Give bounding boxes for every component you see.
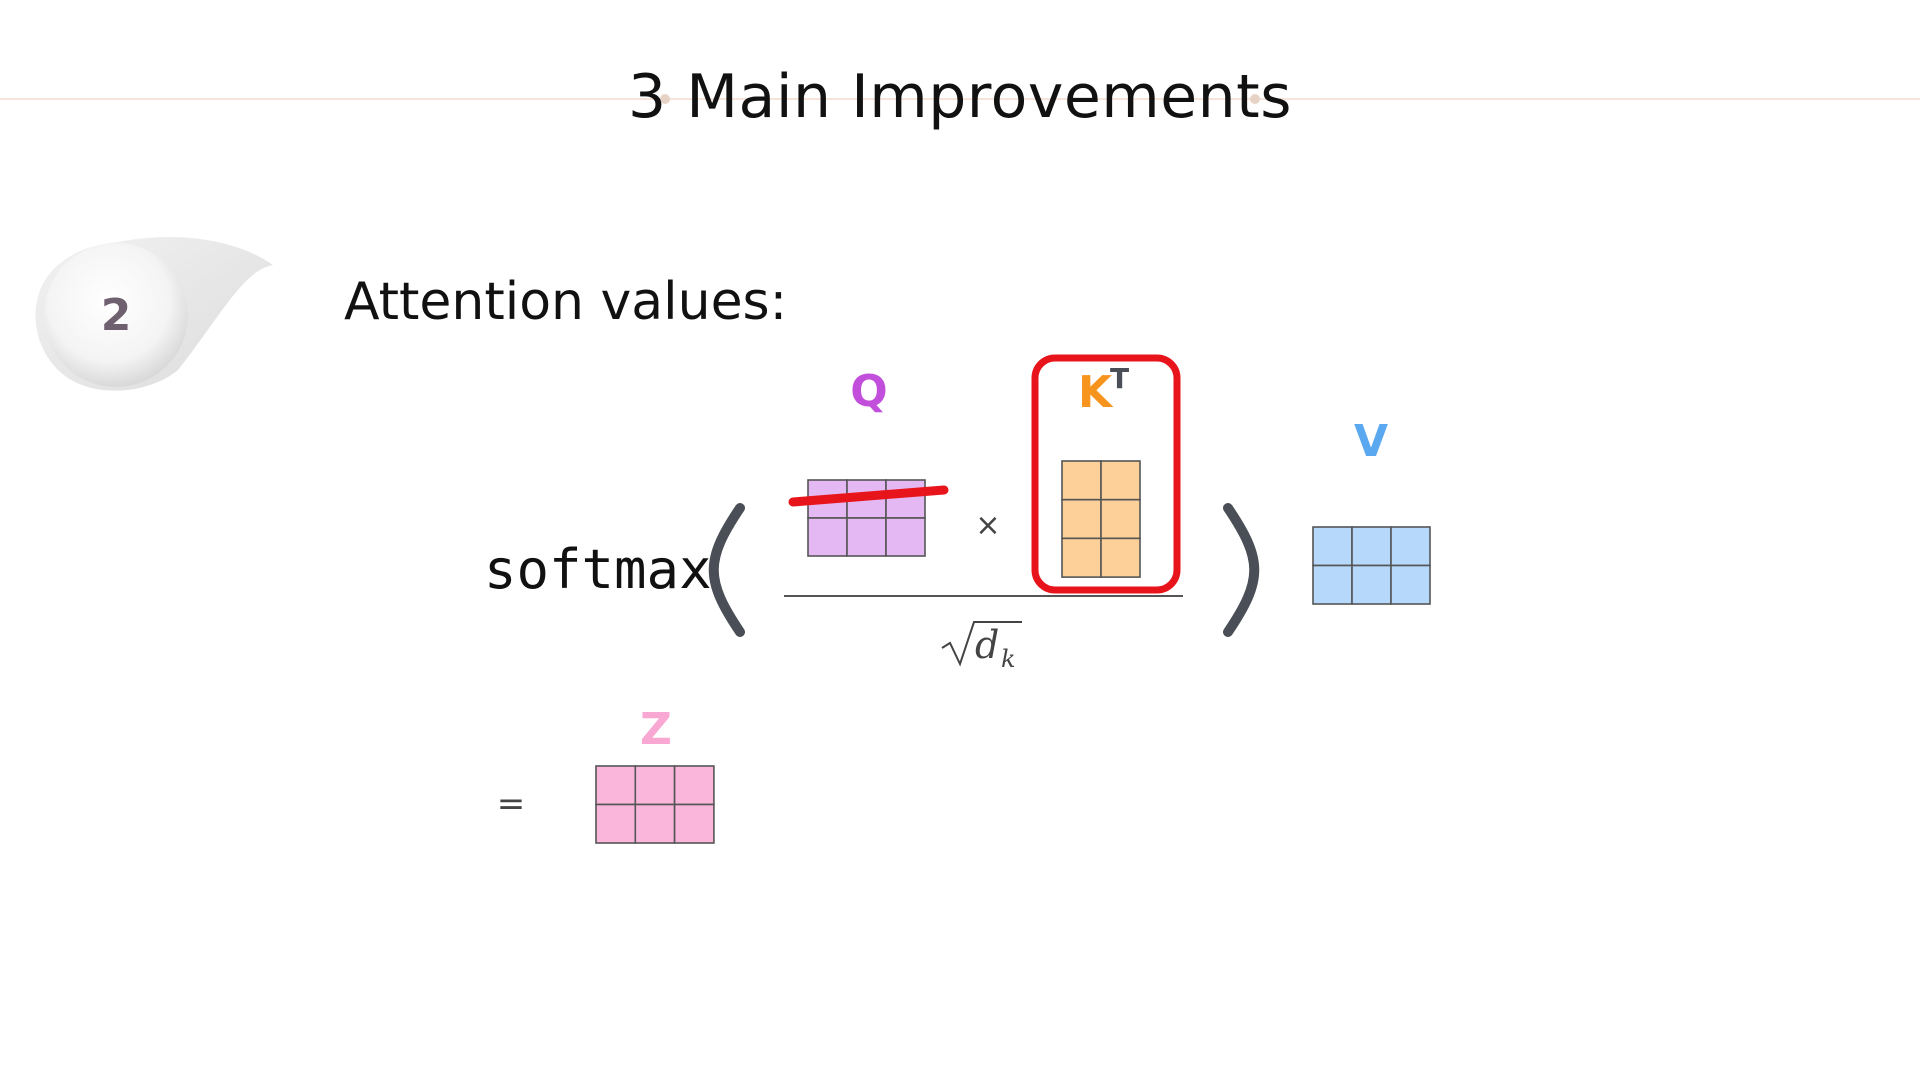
- q-strikethrough-line: [788, 485, 949, 507]
- k-matrix-cell: [1100, 460, 1141, 501]
- k-highlight-box: [1031, 354, 1181, 594]
- equals-symbol: =: [497, 784, 526, 824]
- z-matrix-cell: [673, 765, 715, 806]
- q-matrix-cell: [807, 517, 848, 557]
- denominator-subscript-k: k: [1001, 645, 1016, 673]
- slide-title: 3 Main Improvements: [628, 62, 1292, 132]
- softmax-label: softmax: [484, 538, 712, 601]
- z-matrix-cell: [595, 765, 637, 806]
- title-divider-dot-left: [660, 94, 670, 104]
- v-matrix-cell: [1351, 526, 1392, 567]
- v-matrix-cell: [1390, 526, 1431, 567]
- v-matrix: [1312, 526, 1431, 605]
- v-matrix-cell: [1351, 564, 1392, 605]
- right-parenthesis: [1223, 503, 1260, 637]
- q-matrix-cell: [846, 517, 887, 557]
- v-label: V: [1354, 416, 1388, 467]
- left-parenthesis: [708, 503, 745, 637]
- k-matrix-cell: [1061, 537, 1102, 578]
- z-matrix-cell: [595, 803, 637, 844]
- section-heading: Attention values:: [344, 272, 788, 332]
- v-matrix-cell: [1390, 564, 1431, 605]
- k-transpose-superscript: T: [1110, 362, 1129, 395]
- k-matrix-cell: [1100, 498, 1141, 540]
- title-divider-line: [0, 98, 1920, 100]
- v-matrix-cell: [1312, 564, 1353, 605]
- k-transposed-matrix: [1061, 460, 1141, 578]
- q-matrix-cell: [885, 517, 926, 557]
- z-label: Z: [640, 704, 672, 755]
- title-divider-dot-right: [1250, 94, 1260, 104]
- q-label: Q: [850, 366, 887, 417]
- z-matrix-cell: [634, 803, 676, 844]
- z-matrix: [595, 765, 715, 844]
- step-badge: [35, 236, 273, 391]
- badge-number: 2: [100, 290, 132, 341]
- z-matrix-cell: [673, 803, 715, 844]
- v-matrix-cell: [1312, 526, 1353, 567]
- denominator-d: d: [975, 623, 999, 667]
- times-symbol: ×: [975, 508, 1000, 543]
- badge-circle-shape: [44, 243, 188, 387]
- sqrt-radical-sign: [941, 621, 1022, 667]
- z-matrix-cell: [634, 765, 676, 806]
- k-matrix-cell: [1100, 537, 1141, 578]
- q-matrix-cell: [885, 479, 926, 519]
- k-matrix-cell: [1061, 460, 1102, 501]
- k-label: K: [1078, 367, 1114, 418]
- k-matrix-cell: [1061, 498, 1102, 540]
